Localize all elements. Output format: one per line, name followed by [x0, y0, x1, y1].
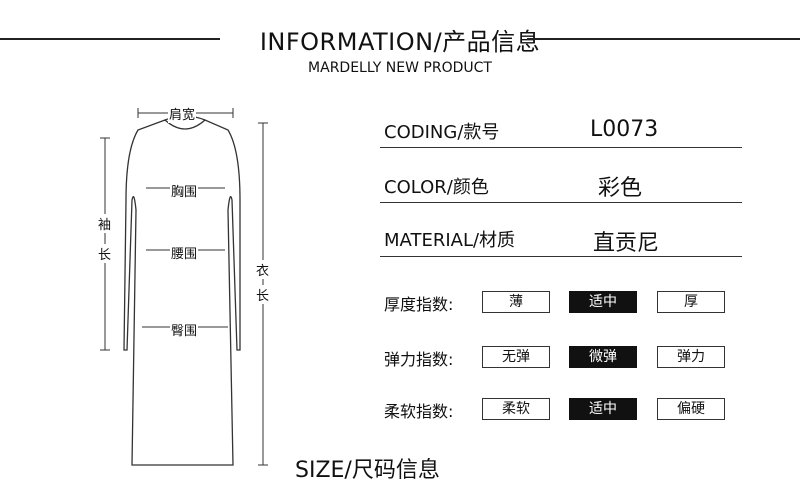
size-title: SIZE/尺码信息 [295, 458, 440, 483]
softness-index-label: 柔软指数: [384, 402, 454, 421]
color-label: COLOR/颜色 [384, 177, 489, 198]
label-shoulder-width: 肩宽 [168, 104, 197, 123]
material-value: 直贡尼 [593, 231, 660, 256]
color-divider [380, 202, 742, 203]
label-length-2: 长 [255, 285, 271, 304]
page-title: INFORMATION/产品信息 [259, 28, 541, 56]
label-length-1: 衣 [255, 260, 271, 279]
thickness-option-thin: 薄 [482, 291, 550, 313]
softness-option-soft: 柔软 [482, 398, 550, 420]
label-waist: 腰围 [170, 243, 199, 262]
thickness-option-medium: 适中 [569, 291, 637, 313]
elasticity-index-label: 弹力指数: [384, 350, 454, 369]
coding-divider [380, 147, 742, 148]
thickness-option-thick: 厚 [657, 291, 725, 313]
elasticity-option-slight: 微弹 [569, 346, 637, 368]
page-subtitle: MARDELLY NEW PRODUCT [308, 60, 492, 76]
elasticity-option-stretch: 弹力 [657, 346, 725, 368]
header-rule-right [527, 38, 800, 40]
color-value: 彩色 [598, 176, 643, 201]
material-label: MATERIAL/材质 [384, 230, 516, 251]
softness-option-medium: 适中 [569, 398, 637, 420]
coding-label: CODING/款号 [384, 122, 500, 143]
coding-value: L0073 [590, 117, 659, 142]
material-divider [380, 256, 742, 257]
label-sleeve-1: 袖 [97, 214, 113, 233]
label-sleeve-2: 长 [97, 244, 113, 263]
thickness-index-label: 厚度指数: [384, 295, 454, 314]
header-rule-left [0, 38, 220, 40]
label-hip: 臀围 [170, 320, 199, 339]
label-chest: 胸围 [170, 181, 199, 200]
softness-option-hard: 偏硬 [657, 398, 725, 420]
elasticity-option-none: 无弹 [482, 346, 550, 368]
